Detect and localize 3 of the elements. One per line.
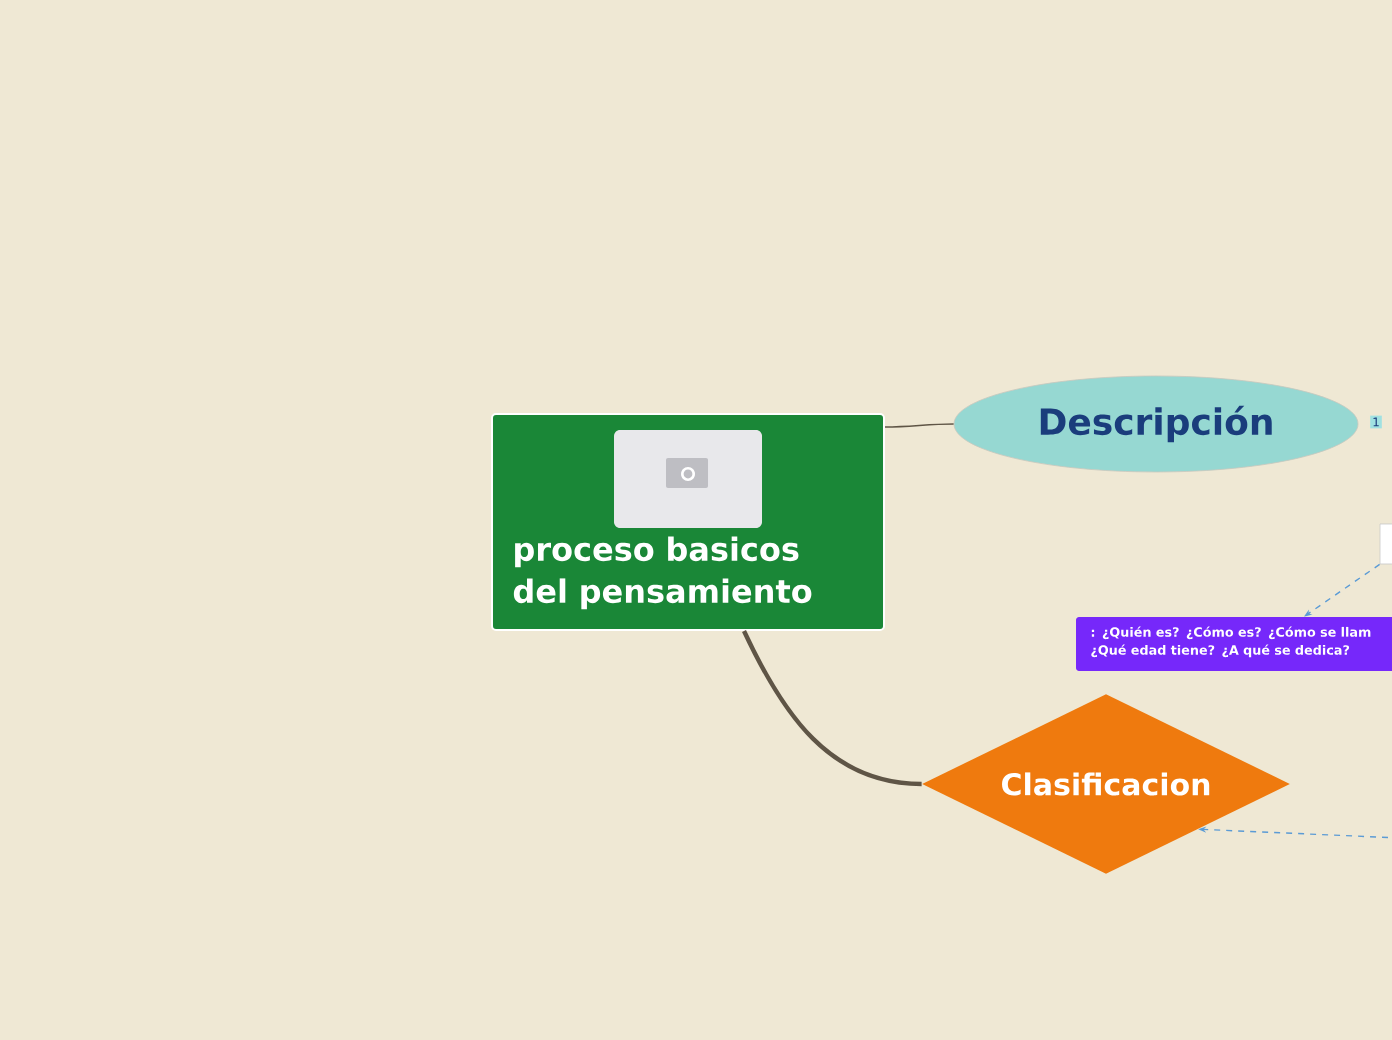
connector	[1304, 563, 1381, 617]
connector	[742, 630, 922, 787]
topic-box	[1379, 523, 1392, 565]
